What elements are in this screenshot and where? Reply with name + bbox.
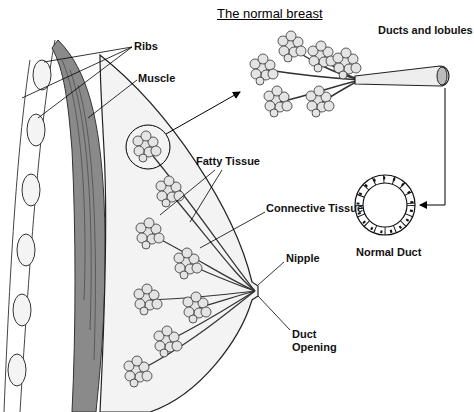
part-label: Nipple — [286, 252, 346, 265]
part-label: Ribs — [134, 40, 194, 53]
diagram-title: The normal breast — [217, 6, 323, 21]
part-label: Duct Opening — [292, 328, 350, 354]
part-label: Fatty Tissue — [196, 155, 286, 168]
part-label: Muscle — [138, 72, 198, 85]
part-label: Ducts and lobules — [378, 24, 474, 37]
part-label: Connective Tissue — [266, 202, 376, 215]
part-label: Normal Duct — [356, 246, 446, 259]
